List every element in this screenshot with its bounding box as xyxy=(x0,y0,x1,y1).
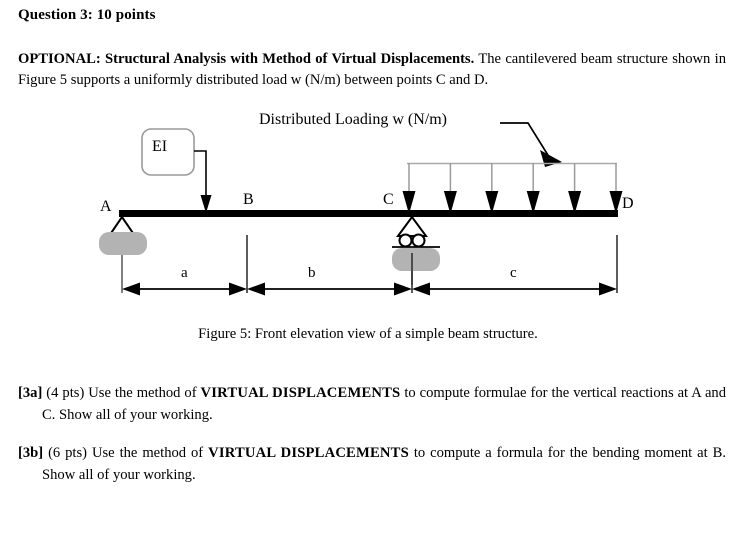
stiffness-label: EI xyxy=(152,138,168,155)
part-3a-text-before: Use the method of xyxy=(84,385,201,401)
distributed-load-leader-line xyxy=(500,122,552,161)
question-part-3a: [3a] (4 pts) Use the method of VIRTUAL D… xyxy=(18,383,726,426)
node-label-b: B xyxy=(243,191,254,208)
dimension-line-a xyxy=(122,282,247,296)
dimension-label-a: a xyxy=(181,265,188,281)
question-part-3b: [3b] (6 pts) Use the method of VIRTUAL D… xyxy=(18,443,726,486)
dimension-line-b xyxy=(247,282,412,296)
part-3a-text-after: to compute formulae for the vertical rea… xyxy=(42,385,727,423)
beam-diagram-svg xyxy=(99,122,623,296)
beam-member xyxy=(119,210,618,217)
intro-bold-lead: OPTIONAL: Structural Analysis with Metho… xyxy=(18,51,475,67)
node-label-c: C xyxy=(383,191,394,208)
intro-rest: The cantilevered beam structure shown in… xyxy=(18,51,726,88)
part-3a-tag: [3a] xyxy=(18,385,43,401)
part-3b-text-after: to compute a formula for the bending mom… xyxy=(42,445,726,483)
support-a-pin xyxy=(99,215,147,268)
distributed-load-leader-arrowhead xyxy=(540,150,562,167)
distributed-load-label: Distributed Loading w (N/m) xyxy=(259,111,447,128)
stiffness-leader-line xyxy=(194,150,207,195)
part-3b-text-before: Use the method of xyxy=(87,445,209,461)
part-3a-points-value: (4 pts) xyxy=(46,385,85,401)
stiffness-leader-arrowhead xyxy=(200,195,212,213)
dimension-extension-lines xyxy=(121,235,618,293)
dimension-label-c: c xyxy=(510,265,517,281)
dimension-label-b: b xyxy=(308,265,316,281)
figure-caption: Figure 5: Front elevation view of a simp… xyxy=(198,326,538,342)
support-c-roller xyxy=(392,215,440,285)
part-3b-emphasis: VIRTUAL DISPLACEMENTS xyxy=(208,445,409,461)
dimension-line-c xyxy=(412,282,617,296)
node-label-d: D xyxy=(622,195,634,212)
stiffness-callout-box xyxy=(141,128,195,176)
node-label-a: A xyxy=(100,198,112,215)
figure-5: Distributed Loading w (N/m) EI A B C D a… xyxy=(0,105,736,320)
part-3b-tag: [3b] xyxy=(18,445,44,461)
part-3a-emphasis: VIRTUAL DISPLACEMENTS xyxy=(200,385,401,401)
distributed-load-arrows xyxy=(402,163,623,214)
page-title: Question 3: 10 points xyxy=(18,7,156,23)
part-3b-points-value: (6 pts) xyxy=(48,445,88,461)
intro-paragraph: OPTIONAL: Structural Analysis with Metho… xyxy=(18,49,726,91)
